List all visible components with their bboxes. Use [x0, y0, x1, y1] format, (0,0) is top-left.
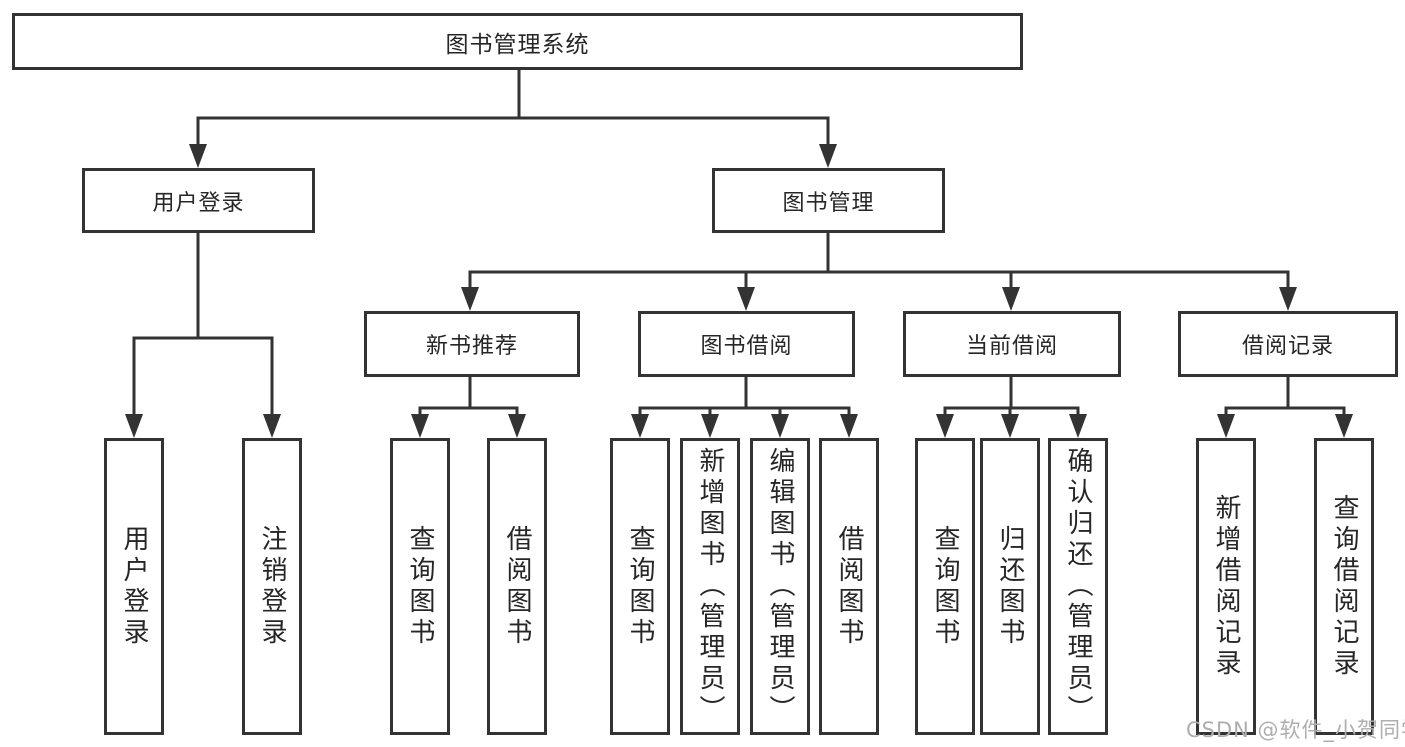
node-label: 用户登录 [119, 524, 149, 649]
node-book-borrowing: 图书借阅 [638, 311, 855, 377]
node-label: 图书管理系统 [445, 31, 590, 58]
leaf-query-books-3: 查询图书 [915, 438, 975, 735]
leaf-logout: 注销登录 [242, 438, 302, 735]
node-label: 新增图书（管理员） [695, 447, 725, 726]
leaf-query-borrow-record: 查询借阅记录 [1314, 438, 1374, 735]
leaf-return-book: 归还图书 [980, 438, 1040, 735]
leaf-borrow-books-1: 借阅图书 [487, 438, 547, 735]
node-label: 编辑图书（管理员） [765, 447, 795, 726]
node-label: 用户登录 [152, 190, 245, 216]
leaf-query-books-1: 查询图书 [390, 438, 450, 735]
node-label: 归还图书 [995, 524, 1025, 649]
node-borrowing-records: 借阅记录 [1178, 311, 1398, 377]
leaf-user-login: 用户登录 [104, 438, 164, 735]
node-user-login: 用户登录 [82, 168, 315, 233]
node-current-borrowing: 当前借阅 [903, 311, 1121, 377]
node-new-book-recommend: 新书推荐 [364, 311, 580, 377]
node-label: 图书管理 [782, 190, 875, 216]
leaf-edit-book-admin: 编辑图书（管理员） [750, 438, 810, 735]
leaf-query-books-2: 查询图书 [610, 438, 670, 735]
node-label: 当前借阅 [965, 334, 1058, 359]
node-label: 查询图书 [625, 524, 655, 649]
node-label: 注销登录 [257, 524, 287, 649]
node-label: 新增借阅记录 [1211, 493, 1241, 680]
leaf-confirm-return-admin: 确认归还（管理员） [1048, 438, 1108, 735]
leaf-borrow-books-2: 借阅图书 [819, 438, 879, 735]
node-book-management: 图书管理 [712, 168, 945, 233]
node-label: 查询图书 [930, 524, 960, 649]
node-label: 借阅图书 [502, 524, 532, 649]
watermark: CSDN @软件_小贺同学 [1186, 718, 1405, 742]
node-label: 查询图书 [405, 524, 435, 649]
node-label: 新书推荐 [425, 334, 518, 359]
node-library-management-system: 图书管理系统 [12, 13, 1023, 70]
node-label: 借阅图书 [834, 524, 864, 649]
node-label: 查询借阅记录 [1329, 493, 1359, 680]
leaf-add-book-admin: 新增图书（管理员） [680, 438, 740, 735]
leaf-add-borrow-record: 新增借阅记录 [1196, 438, 1256, 735]
node-label: 确认归还（管理员） [1063, 447, 1093, 726]
node-label: 图书借阅 [700, 334, 793, 359]
arrowhead-icons [125, 144, 1353, 438]
node-label: 借阅记录 [1241, 334, 1334, 359]
